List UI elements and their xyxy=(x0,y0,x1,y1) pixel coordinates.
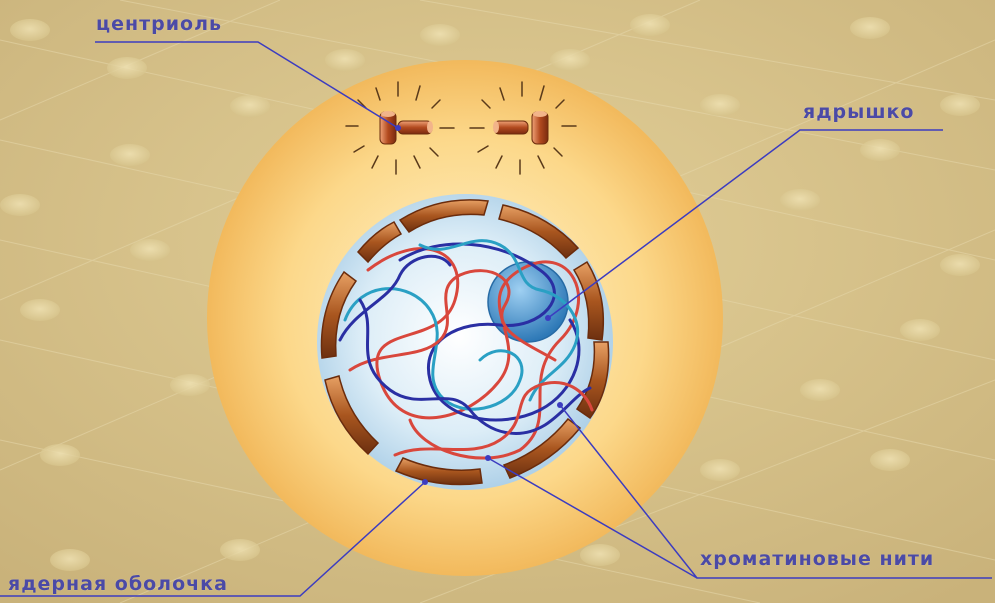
label-nucleolus: ядрышко xyxy=(803,101,914,123)
label-centriole: центриоль xyxy=(96,13,222,35)
cell xyxy=(207,60,723,576)
label-envelope: ядерная оболочка xyxy=(8,573,228,595)
label-chromatin: хроматиновые нити xyxy=(700,548,934,570)
